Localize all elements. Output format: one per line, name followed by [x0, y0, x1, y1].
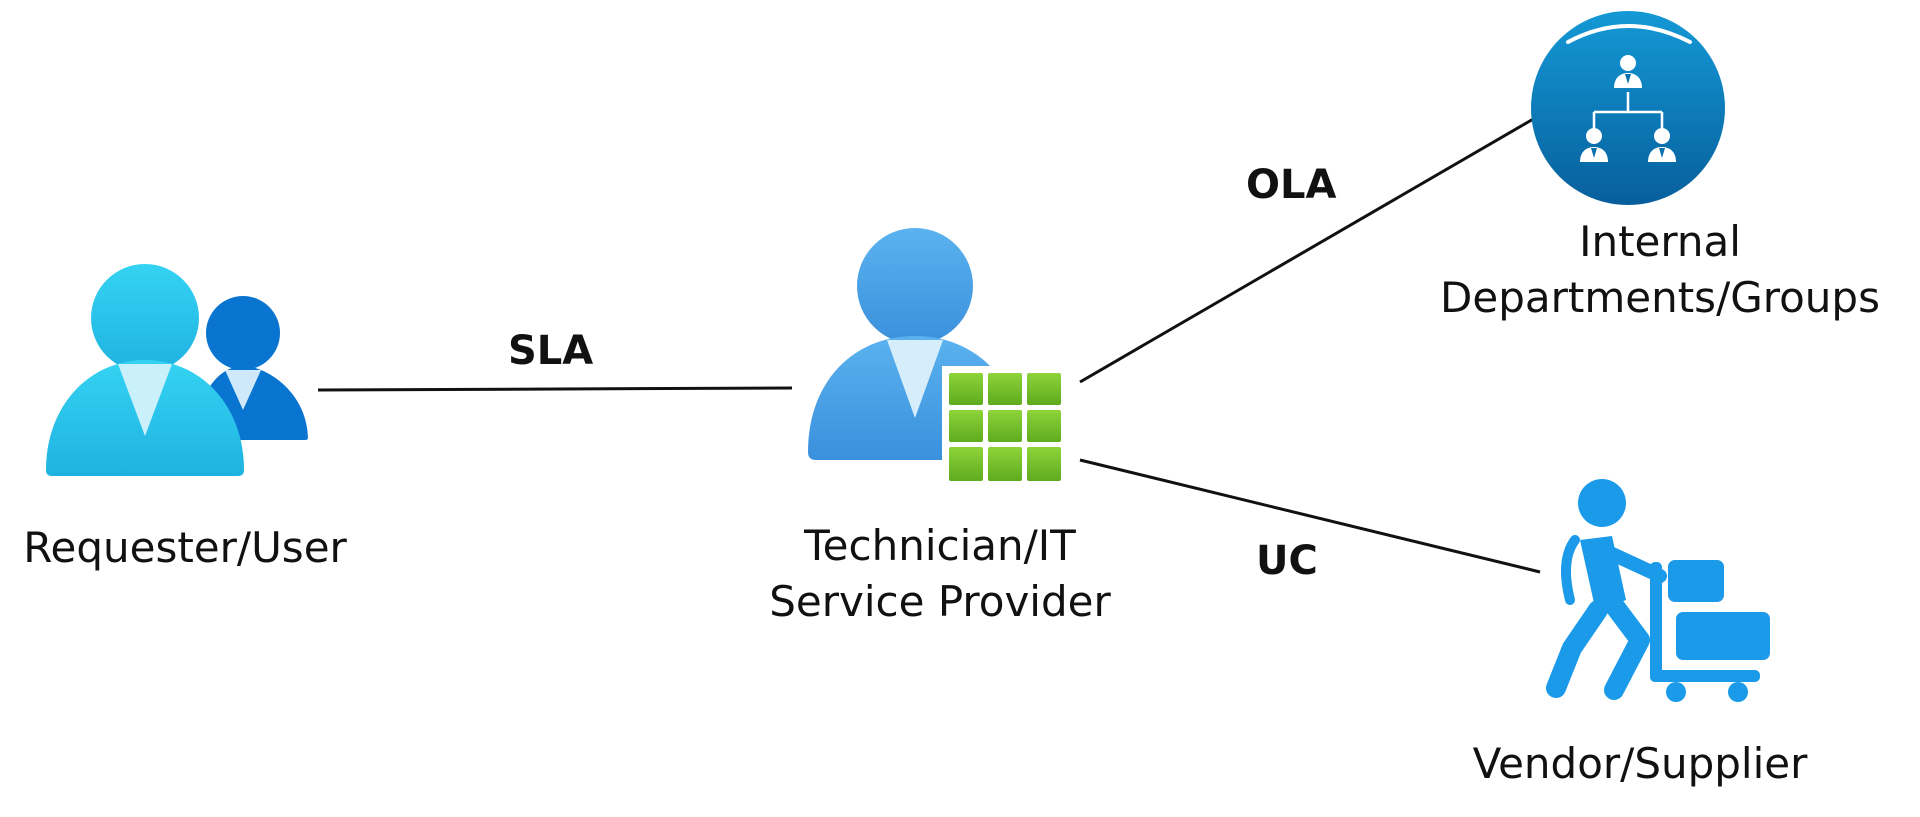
- ola-label: OLA: [1246, 162, 1337, 208]
- technician-label-line2: Service Provider: [769, 577, 1111, 626]
- org-chart-icon: [1531, 11, 1725, 205]
- uc-connector: [1079, 458, 1541, 574]
- internal-label: Internal Departments/Groups: [1400, 214, 1920, 326]
- delivery-cart-icon: [1546, 479, 1770, 702]
- sla-connector: [317, 386, 793, 392]
- vendor-label: Vendor/Supplier: [1472, 739, 1808, 788]
- technician-label-line1: Technician/IT: [804, 521, 1076, 570]
- internal-label-line2: Departments/Groups: [1440, 273, 1880, 322]
- ola-connector: [1079, 116, 1536, 384]
- requester-label: Requester/User: [23, 523, 347, 572]
- technician-label: Technician/IT Service Provider: [735, 518, 1145, 630]
- users-icon: [46, 264, 308, 476]
- uc-label: UC: [1256, 538, 1318, 584]
- internal-label-line1: Internal: [1579, 217, 1741, 266]
- technician-grid-icon: [808, 228, 1064, 488]
- sla-label: SLA: [508, 328, 594, 374]
